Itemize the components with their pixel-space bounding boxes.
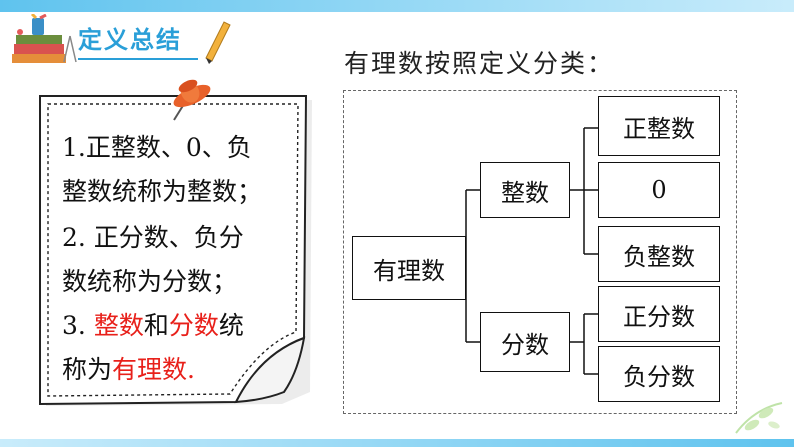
note-paper-illustration: [39, 95, 312, 406]
bottom-decor-bar: [0, 439, 794, 447]
note-line: 数统称为分数；: [62, 262, 237, 298]
note-text-segment: 数统称为分数；: [62, 267, 238, 296]
tree-node-positive-integer: 正整数: [598, 96, 720, 156]
note-text-segment: 统: [218, 311, 244, 340]
note-line: 2. 正分数、负分: [62, 218, 244, 254]
note-line: 整数统称为整数；: [62, 172, 262, 208]
highlighted-term: .: [187, 355, 195, 384]
classification-subtitle: 有理数按照定义分类：: [344, 49, 615, 78]
tree-node-zero: 0: [598, 162, 720, 218]
highlighted-term: 分数: [168, 311, 219, 340]
note-text-segment: 3.: [62, 311, 94, 340]
note-text-segment: 称为: [62, 355, 113, 384]
highlighted-term: 整数: [93, 311, 144, 340]
note-line: 称为有理数.: [62, 350, 195, 386]
note-text-segment: 2. 正分数、负分: [62, 223, 244, 252]
classification-frame: [343, 90, 737, 414]
note-text-segment: 整数统称为整数；: [62, 177, 263, 206]
top-decor-bar: [0, 0, 794, 12]
summary-note: [36, 79, 322, 414]
tree-node-negative-integer: 负整数: [598, 226, 720, 282]
highlighted-term: 有理数: [112, 355, 188, 384]
section-title: 定义总结: [78, 26, 182, 54]
note-text-segment: 和: [143, 311, 169, 340]
push-pin-icon: [173, 79, 211, 121]
note-line: 3. 整数和分数统: [62, 306, 244, 342]
tree-node-integer: 整数: [480, 162, 570, 218]
tree-node-fraction: 分数: [480, 312, 570, 372]
leaf-decoration-icon: [735, 402, 783, 434]
note-line: 1.正整数、0、负: [62, 128, 252, 164]
note-text-segment: 1.正整数、0、负: [62, 133, 252, 162]
tree-node-negative-fraction: 负分数: [598, 346, 720, 402]
section-header: [10, 14, 240, 66]
tree-node-positive-fraction: 正分数: [598, 286, 720, 342]
tree-node-rational: 有理数: [352, 236, 466, 300]
books-icon: [12, 14, 231, 64]
